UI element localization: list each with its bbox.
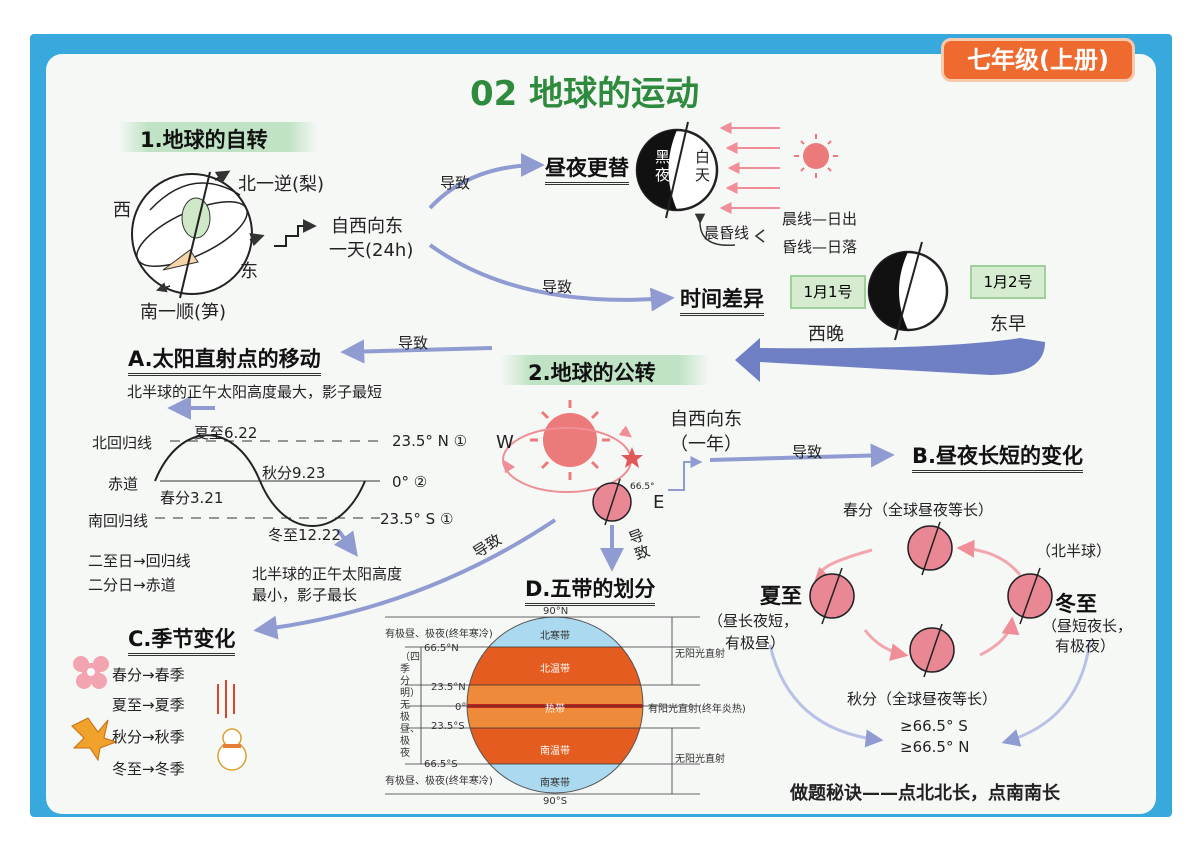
sun-movement-heading: A.太阳直射点的移动	[128, 343, 321, 376]
north-frigid-zone: 北寒带	[540, 627, 570, 642]
five-zones-heading: D.五带的划分	[525, 573, 655, 606]
revolution-period: （一年）	[670, 430, 742, 456]
lat-665s-label: 66.5°S	[424, 759, 458, 770]
summer-note-2: 有极昼）	[725, 632, 785, 653]
rotation-period: 一天(24h)	[329, 236, 413, 262]
east-label: 东	[240, 257, 258, 283]
lat-665n-label: 66.5°N	[424, 643, 459, 654]
north-summer-note: 北半球的正午太阳高度最大，影子最短	[127, 381, 382, 402]
east-early-label: 东早	[990, 310, 1026, 336]
polar-south-label: ≥66.5° S	[900, 717, 968, 735]
lat-235s-label: 23.5°S	[431, 721, 465, 732]
star-icon	[621, 447, 643, 468]
date-west: 1月1号	[790, 275, 866, 309]
winter-note-1: （昼短夜长，	[1042, 615, 1132, 636]
rotation-direction: 自西向东	[331, 212, 403, 238]
daynight-length-heading: B.昼夜长短的变化	[912, 440, 1083, 473]
revolution-heading: 2.地球的公转	[528, 357, 656, 387]
season-winter: 冬至→冬季	[112, 758, 185, 779]
lat-235n-label: 23.5°N	[431, 682, 466, 693]
west-w-label: W	[496, 432, 514, 453]
lat-23n-label: 23.5° N ①	[392, 432, 467, 450]
heat-icon	[218, 680, 234, 718]
dark-label: 黑夜	[655, 148, 671, 184]
date-east: 1月2号	[970, 265, 1046, 299]
season-change-heading: C.季节变化	[128, 623, 235, 656]
exam-tip: 做题秘诀——点北北长，点南南长	[790, 779, 1060, 805]
polar-north-label: ≥66.5° N	[900, 738, 969, 756]
sunlight-rays	[722, 128, 780, 208]
autumn-equinox-label: 秋分9.23	[262, 462, 325, 483]
sun-icon	[530, 400, 610, 480]
tropic-capricorn-label: 南回归线	[88, 510, 148, 531]
summer-note-1: （昼长夜短，	[708, 610, 798, 631]
lat-90s-label: 90°S	[543, 796, 567, 807]
leads-to-label: 导致	[792, 441, 822, 462]
terminator-label: 晨昏线	[704, 222, 749, 243]
north-winter-note-2: 最小，影子最长	[252, 584, 357, 605]
autumn-equinox-note: 秋分（全球昼夜等长）	[847, 688, 997, 709]
rule-equinox: 二分日→赤道	[88, 574, 176, 595]
time-difference: 时间差异	[680, 283, 764, 316]
west-label: 西	[113, 196, 131, 222]
no-direct-sun-top: 无阳光直射	[675, 645, 725, 660]
south-pole-label: 南一顺(笋)	[140, 298, 226, 324]
east-e-label: E	[653, 492, 664, 513]
flower-icon	[73, 656, 109, 689]
small-sun-icon	[794, 134, 838, 178]
tropic-zone: 热带	[545, 700, 565, 715]
dawn-line-label: 晨线—日出	[782, 208, 857, 229]
spring-equinox-note: 春分（全球昼夜等长）	[843, 499, 993, 520]
summer-solstice-label: 夏至6.22	[194, 422, 257, 443]
west-late-label: 西晚	[808, 320, 844, 346]
tilt-angle-label: 66.5°	[630, 482, 655, 492]
winter-note-2: 有极夜）	[1055, 635, 1115, 656]
autumn-earth-icon	[910, 624, 954, 677]
tropic-cancer-label: 北回归线	[92, 432, 152, 453]
south-frigid-zone: 南寒带	[540, 774, 570, 789]
dusk-line-label: 昏线—日落	[782, 236, 857, 257]
equator-label: 赤道	[108, 473, 138, 494]
north-hemisphere-label: （北半球）	[1036, 540, 1111, 561]
rotation-heading: 1.地球的自转	[140, 124, 268, 154]
daynight-alternation: 昼夜更替	[545, 152, 629, 185]
season-autumn: 秋分→秋季	[112, 726, 185, 747]
rule-solstice: 二至日→回归线	[88, 550, 191, 571]
time-earth-icon	[869, 242, 947, 340]
season-spring: 春分→春季	[112, 664, 185, 685]
snowman-icon	[218, 729, 246, 770]
season-summer: 夏至→夏季	[112, 694, 185, 715]
big-arrow-icon	[735, 338, 1045, 382]
lat-0-label: 0° ②	[392, 473, 427, 491]
direct-sun-note: 有阳光直射(终年炎热)	[648, 700, 746, 715]
summer-solstice-title: 夏至	[760, 580, 802, 610]
winter-solstice-title: 冬至	[1055, 588, 1097, 618]
spring-earth-icon	[908, 522, 952, 575]
north-winter-note-1: 北半球的正午太阳高度	[252, 563, 402, 584]
temperate-note: （四季分明）无极昼、极夜	[400, 652, 416, 760]
leads-to-label: 导致	[542, 276, 572, 297]
revolution-direction: 自西向东	[670, 405, 742, 431]
day-label: 白天	[695, 148, 711, 184]
polar-note-bottom: 有极昼、极夜(终年寒冷)	[385, 772, 493, 787]
lat-0-label: 0°	[455, 702, 466, 713]
spring-equinox-label: 春分3.21	[160, 487, 223, 508]
leads-to-label: 导致	[398, 332, 428, 353]
no-direct-sun-bottom: 无阳光直射	[675, 750, 725, 765]
revolution-earth-icon	[593, 479, 631, 525]
polar-note-top: 有极昼、极夜(终年寒冷)	[385, 625, 493, 640]
lat-23s-label: 23.5° S ①	[380, 510, 453, 528]
lat-90n-label: 90°N	[543, 606, 568, 617]
leaf-icon	[72, 718, 116, 760]
south-temperate-zone: 南温带	[540, 742, 570, 757]
summer-earth-icon	[810, 568, 854, 624]
north-temperate-zone: 北温带	[540, 660, 570, 675]
winter-solstice-label: 冬至12.22	[268, 524, 341, 545]
north-pole-label: 北一逆(梨)	[238, 170, 324, 196]
leads-to-label: 导致	[440, 172, 470, 193]
